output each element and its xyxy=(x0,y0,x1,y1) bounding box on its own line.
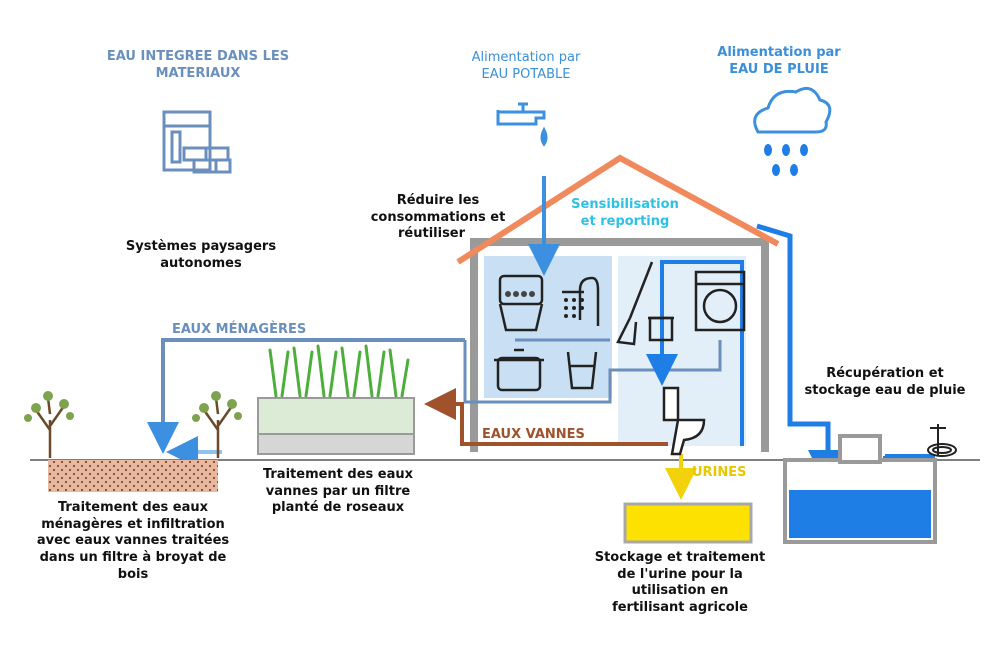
reduire-line2: consommations et xyxy=(370,209,506,225)
rain-supply-pipe xyxy=(646,260,744,446)
washing-machine-icon xyxy=(694,270,746,332)
systemes-line1: Systèmes paysagers xyxy=(125,239,277,254)
sensibilisation-label: Sensibilisation et reporting xyxy=(560,197,690,230)
systemes-label: Systèmes paysagers autonomes xyxy=(116,239,286,272)
traitement-vannes-line2: vannes par un filtre xyxy=(265,483,411,499)
dishwasher-icon xyxy=(498,274,544,332)
traitement-menageres-line2: ménagères et infiltration xyxy=(41,516,225,532)
tank-neck xyxy=(838,434,882,464)
eaux-menageres-label: EAUX MÉNAGÈRES xyxy=(172,322,307,337)
alim-pluie-line1: Alimentation par xyxy=(717,45,841,60)
shower-icon xyxy=(562,276,600,326)
tree-icon xyxy=(24,391,74,458)
building-materials-icon xyxy=(162,110,232,174)
alim-potable-label: Alimentation par EAU POTABLE xyxy=(456,50,596,83)
house-panel-right xyxy=(618,256,746,446)
tank-water xyxy=(789,490,931,538)
rain-gutter-pipe xyxy=(756,223,848,490)
eau-integree-label: EAU INTEGREE DANS LES MATERIAUX xyxy=(98,49,298,82)
glass-icon xyxy=(566,351,598,390)
toilet-icon xyxy=(662,386,706,456)
recuperation-label: Récupération et stockage eau de pluie xyxy=(790,366,980,399)
rain-cloud-icon xyxy=(753,86,832,176)
tree-icon xyxy=(192,391,242,458)
stockage-urine-line3: utilisation en xyxy=(631,583,729,599)
house-walls xyxy=(470,238,769,452)
alim-potable-line1: Alimentation par xyxy=(471,50,581,65)
urine-tank xyxy=(623,502,753,544)
reed-filter xyxy=(257,344,415,455)
traitement-vannes-label: Traitement des eaux vannes par un filtre… xyxy=(248,467,428,517)
traitement-menageres-line4: dans un filtre à broyat de xyxy=(39,549,227,565)
roof xyxy=(456,154,780,265)
traitement-vannes-line1: Traitement des eaux xyxy=(262,467,414,482)
reduire-line3: réutiliser xyxy=(398,226,466,242)
traitement-menageres-line3: avec eaux vannes traitées xyxy=(36,533,230,549)
recuperation-line2: stockage eau de pluie xyxy=(804,382,966,398)
wood-chip-filter xyxy=(48,460,218,492)
rain-water-tank xyxy=(783,434,937,544)
alim-pluie-line2: EAU DE PLUIE xyxy=(729,61,829,77)
sensibilisation-line1: Sensibilisation xyxy=(571,197,679,212)
eau-integree-line1: EAU INTEGREE DANS LES xyxy=(106,49,290,64)
alim-pluie-label: Alimentation par EAU DE PLUIE xyxy=(704,45,854,78)
reduire-label: Réduire les consommations et réutiliser xyxy=(368,193,508,243)
mop-bucket-icon xyxy=(616,261,674,346)
reduire-line1: Réduire les xyxy=(396,193,480,208)
recuperation-line1: Récupération et xyxy=(826,366,944,381)
menageres-internal-pipe xyxy=(463,340,722,404)
traitement-menageres-line1: Traitement des eaux xyxy=(57,500,209,515)
pot-icon xyxy=(494,348,544,392)
house xyxy=(456,154,780,452)
stockage-urine-label: Stockage et traitement de l'urine pour l… xyxy=(580,550,780,617)
garden-tap-hose-icon xyxy=(927,424,957,457)
urines-label: URINES xyxy=(692,465,747,480)
traitement-vannes-line3: planté de roseaux xyxy=(271,500,405,516)
eaux-vannes-flow xyxy=(424,388,668,446)
eau-integree-line2: MATERIAUX xyxy=(155,65,241,81)
eaux-vannes-label: EAUX VANNES xyxy=(482,427,585,442)
sensibilisation-line2: et reporting xyxy=(580,213,670,229)
alim-potable-line2: EAU POTABLE xyxy=(481,66,571,82)
stockage-urine-line4: fertilisant agricole xyxy=(612,599,748,615)
reeds-icon xyxy=(268,344,410,398)
faucet-icon xyxy=(496,102,548,147)
traitement-menageres-label: Traitement des eaux ménagères et infiltr… xyxy=(28,500,238,583)
systemes-line2: autonomes xyxy=(160,255,242,271)
stockage-urine-line2: de l'urine pour la xyxy=(617,566,743,582)
eaux-menageres-flow xyxy=(147,338,465,454)
traitement-menageres-line5: bois xyxy=(117,566,149,582)
stockage-urine-line1: Stockage et traitement xyxy=(594,550,766,565)
